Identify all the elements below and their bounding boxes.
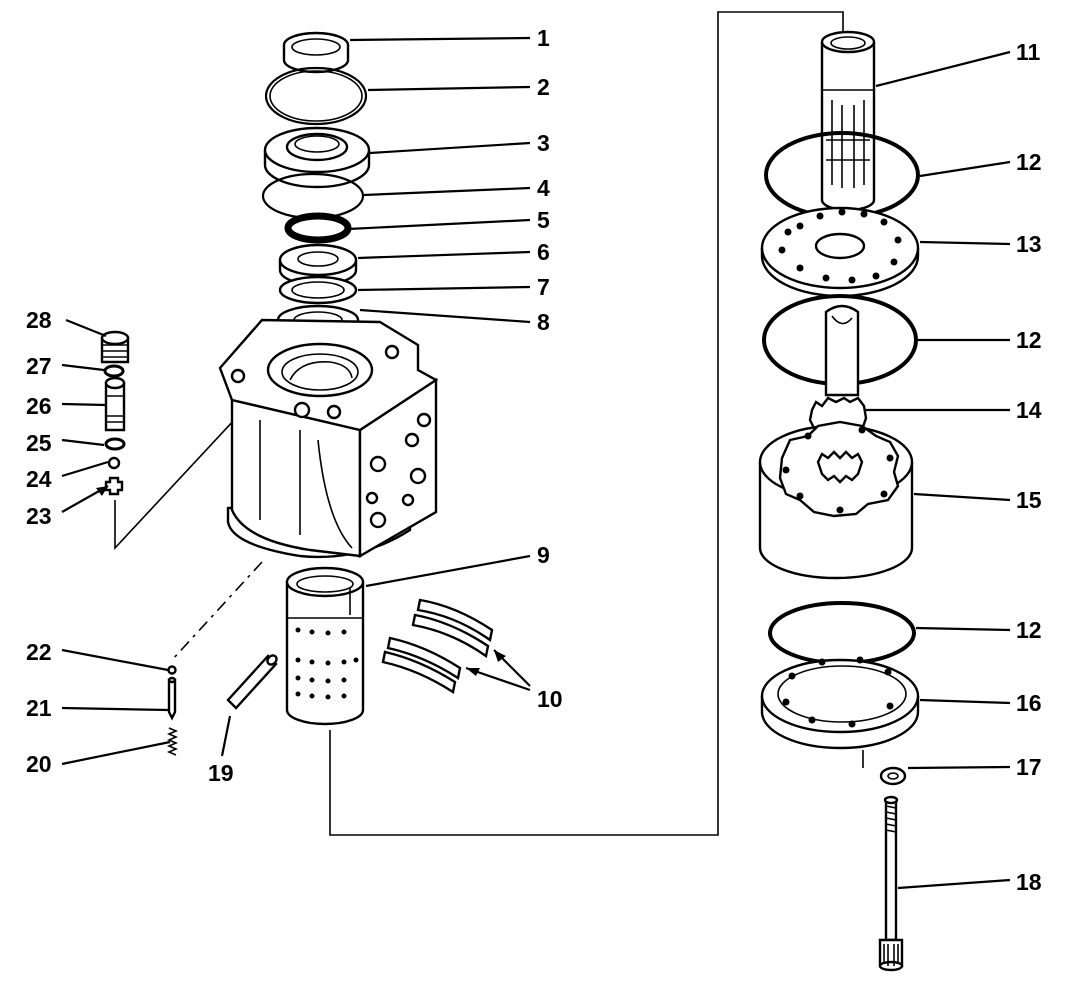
- part-15-gerotor: [758, 420, 914, 580]
- part-24-ball: [107, 456, 121, 470]
- part-17-washer: [879, 766, 907, 786]
- callout-15: 15: [1016, 487, 1042, 513]
- part-14-drive: [808, 304, 868, 438]
- callout-19: 19: [208, 760, 234, 786]
- callout-17: 17: [1016, 754, 1042, 780]
- callout-3: 3: [537, 130, 550, 156]
- callout-13: 13: [1016, 231, 1042, 257]
- callout-12-bottom: 12: [1016, 617, 1042, 643]
- part-21-pin: [167, 676, 177, 721]
- part-27-o-ring: [103, 364, 125, 378]
- part-18-cap-screw: [878, 795, 904, 972]
- assembly-connector-lines: [114, 11, 864, 836]
- callout-27: 27: [26, 353, 52, 379]
- callout-22: 22: [26, 639, 52, 665]
- part-10-centering-springs: [381, 598, 494, 694]
- part-3-seal-gland: [263, 126, 371, 189]
- callout-7: 7: [537, 274, 550, 300]
- callout-24: 24: [26, 466, 52, 492]
- callout-5: 5: [537, 207, 550, 233]
- part-9-sleeve-spool: [285, 566, 365, 726]
- part-22-ball: [167, 665, 177, 675]
- part-25-o-ring: [104, 437, 126, 451]
- callout-11: 11: [1016, 39, 1041, 65]
- callout-6: 6: [537, 239, 550, 265]
- leader-lines: [61, 36, 1011, 890]
- callout-12-middle: 12: [1016, 327, 1042, 353]
- sleeve-holes: [295, 627, 359, 700]
- callout-25: 25: [26, 430, 52, 456]
- callout-12-top: 12: [1016, 149, 1042, 175]
- callout-2: 2: [537, 74, 550, 100]
- part-26-valve-body: [104, 376, 126, 432]
- callout-20: 20: [26, 751, 52, 777]
- wear-plate-holes: [778, 208, 902, 284]
- callout-9: 9: [537, 542, 550, 568]
- part-11-drive-shaft: [820, 30, 876, 212]
- part-2-o-ring: [264, 66, 368, 126]
- callout-8: 8: [537, 309, 550, 335]
- part-7-thrust-bearing: [278, 275, 358, 305]
- part-13-wear-plate: [760, 206, 920, 298]
- callout-26: 26: [26, 393, 52, 419]
- part-16-end-cap: [760, 656, 920, 750]
- callout-labels: 1 2 3 4 5 6 7 8 9 10 11 12 12 12 13 14 1…: [26, 25, 1042, 895]
- part-19-pin: [226, 654, 278, 710]
- valve-housing: [218, 318, 439, 559]
- part-12-o-ring-bottom: [768, 601, 916, 665]
- callout-1: 1: [537, 25, 550, 51]
- callout-23: 23: [26, 503, 52, 529]
- callout-28: 28: [26, 307, 52, 333]
- callout-18: 18: [1016, 869, 1042, 895]
- callout-14: 14: [1016, 397, 1042, 423]
- part-28-plug: [100, 330, 130, 364]
- part-5-seal-ring: [284, 212, 352, 244]
- part-23-retainer: [104, 476, 124, 496]
- callout-10: 10: [537, 686, 563, 712]
- callout-4: 4: [537, 175, 550, 201]
- leader-arrowheads: [96, 486, 506, 676]
- callout-16: 16: [1016, 690, 1042, 716]
- callout-21: 21: [26, 695, 52, 721]
- part-20-spring: [166, 727, 179, 756]
- part-1-dust-seal: [282, 31, 350, 74]
